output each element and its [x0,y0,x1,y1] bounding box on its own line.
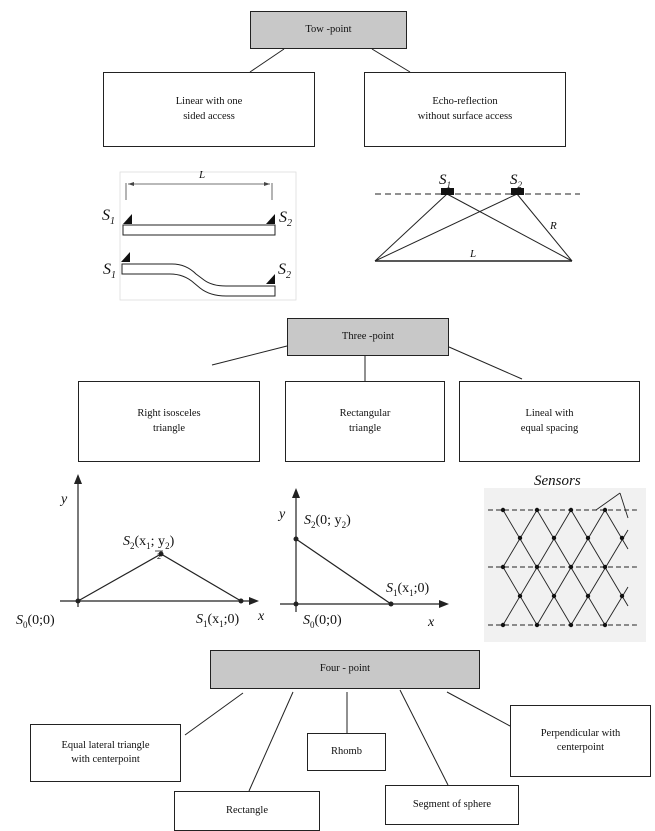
four-point-header: Four - point [210,650,480,689]
rect-S1-label: S1(x1;0) [386,581,430,598]
three-point-header: Three -point [287,318,449,356]
echo-R-label: R [549,220,557,232]
linear-S2b-label: S2 [278,261,291,281]
echo-L-label: L [469,248,476,260]
lineal-figure [484,488,646,642]
rectangular-triangle-box: Rectangular triangle [285,381,445,462]
iso-y-label: y [59,492,68,507]
segment-of-sphere-box: Segment of sphere [385,785,519,825]
iso-S0-label: S0(0;0) [16,613,55,630]
echo-S1-label: S1 [439,172,451,190]
linear-L-label: L [198,169,205,181]
connector-lines [184,48,523,792]
linear-S1-label: S1 [102,207,115,227]
linear-one-sided-box: Linear with one sided access [103,72,315,147]
linear-S2-label: S2 [279,209,292,229]
linear-S1b-label: S1 [103,261,116,281]
iso-S2-label: S2(x1; y2) [123,534,175,551]
rect-y-label: y [277,507,286,522]
echo-reflection-box: Echo-reflection without surface access [364,72,566,147]
linear-figure [119,171,297,301]
echo-S2-label: S2 [510,172,523,190]
lineal-sensors-label: Sensors [534,473,581,489]
lineal-equal-spacing-box: Lineal with equal spacing [459,381,640,462]
iso-x-label: x [257,609,265,624]
iso-S1-label: S1(x1;0) [196,612,240,629]
right-isosceles-box: Right isosceles triangle [78,381,260,462]
perpendicular-centerpoint-box: Perpendicular with centerpoint [510,705,651,777]
rectangle-box: Rectangle [174,791,320,831]
equal-lateral-triangle-box: Equal lateral triangle with centerpoint [30,724,181,782]
two-point-header: Tow -point [250,11,407,49]
rect-S0-label: S0(0;0) [303,613,342,630]
rect-S2-label: S2(0; y2) [304,513,351,530]
rect-x-label: x [427,615,435,630]
rectangular-figure [280,492,445,612]
rhomb-box: Rhomb [307,733,386,771]
iso-S2-fraction: 2 [157,552,161,561]
echo-figure [374,193,580,262]
